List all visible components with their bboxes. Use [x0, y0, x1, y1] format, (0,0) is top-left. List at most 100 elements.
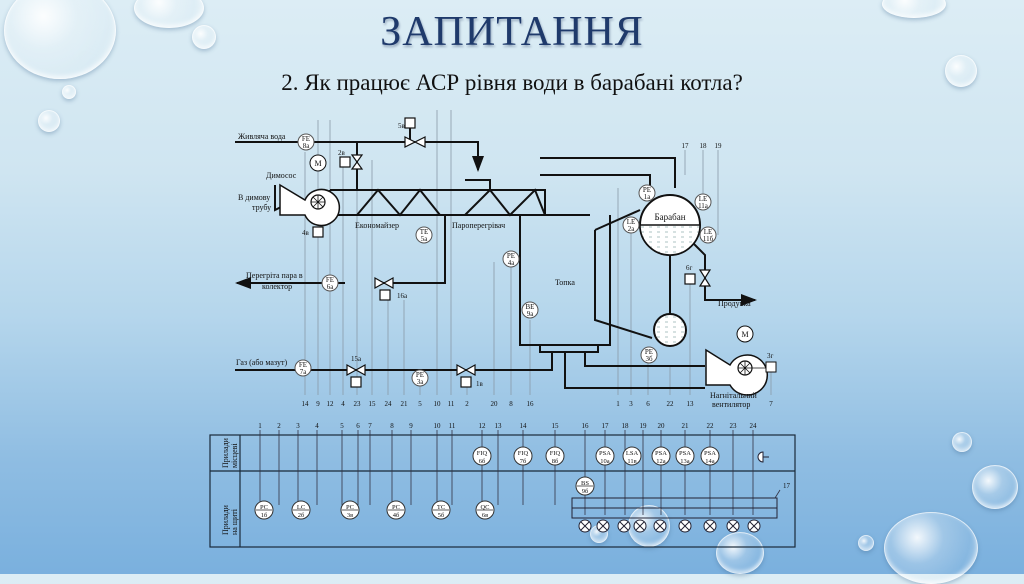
svg-text:14а: 14а — [705, 458, 715, 465]
svg-text:3б: 3б — [645, 355, 653, 363]
svg-text:Живляча вода: Живляча вода — [238, 132, 286, 141]
line-number: 8 — [509, 400, 513, 408]
svg-text:1а: 1а — [644, 193, 652, 201]
panel-column-number: 24 — [750, 422, 758, 430]
panel-column-number: 13 — [495, 422, 503, 430]
svg-text:16а: 16а — [397, 292, 408, 300]
svg-text:PE: PE — [643, 186, 651, 194]
svg-text:4а: 4а — [508, 259, 516, 267]
svg-text:FIQ: FIQ — [477, 450, 488, 457]
panel-column-number: 3 — [296, 422, 300, 430]
line-number: 21 — [401, 400, 409, 408]
line-number: 7 — [769, 400, 773, 408]
line-number: 22 — [667, 400, 675, 408]
panel-column-number: 9 — [409, 422, 413, 430]
panel-column-number: 21 — [682, 422, 690, 430]
alarm-lamp-icon — [633, 519, 647, 533]
horn-icon — [757, 451, 769, 463]
droplet-decoration — [972, 465, 1018, 509]
alarm-lamp-icon — [596, 519, 610, 533]
svg-text:PE: PE — [645, 348, 653, 356]
svg-text:PC: PC — [346, 504, 354, 511]
slide-question: 2. Як працює АСР рівня води в барабані к… — [281, 70, 743, 95]
svg-text:PSA: PSA — [599, 450, 611, 457]
svg-text:11а: 11а — [698, 202, 709, 210]
svg-text:3а: 3а — [417, 378, 425, 386]
svg-text:PSA: PSA — [704, 450, 716, 457]
panel-column-number: 10 — [434, 422, 442, 430]
svg-text:5а: 5а — [421, 235, 429, 243]
svg-text:Прилади: Прилади — [221, 504, 230, 535]
valves — [312, 117, 712, 388]
svg-text:18: 18 — [700, 142, 708, 150]
panel-column-number: 14 — [520, 422, 528, 430]
svg-text:1в: 1в — [476, 380, 484, 388]
line-number: 3 — [629, 400, 633, 408]
motor-symbol — [309, 154, 327, 172]
droplet-decoration — [945, 55, 977, 87]
svg-text:11в: 11в — [627, 458, 636, 465]
svg-text:BE: BE — [526, 303, 535, 311]
svg-text:LE: LE — [704, 228, 713, 236]
alarm-lamp-icon — [678, 519, 692, 533]
panel-column-number: 19 — [640, 422, 648, 430]
droplet-decoration — [38, 110, 60, 132]
panel-column-number: 5 — [340, 422, 344, 430]
droplet-decoration — [192, 25, 216, 49]
droplet-decoration — [858, 535, 874, 551]
svg-text:PSA: PSA — [655, 450, 667, 457]
svg-text:3в: 3в — [347, 512, 353, 519]
panel-column-number: 18 — [622, 422, 630, 430]
svg-text:TE: TE — [420, 228, 429, 236]
svg-text:Топка: Топка — [555, 278, 575, 287]
svg-text:M: M — [741, 330, 748, 339]
panel-column-number: 20 — [658, 422, 666, 430]
panel-column-number: 7 — [368, 422, 372, 430]
svg-text:TC: TC — [437, 504, 445, 511]
svg-text:на щиті: на щиті — [230, 508, 239, 535]
panel-column-number: 12 — [479, 422, 487, 430]
svg-text:6б: 6б — [479, 458, 486, 465]
svg-text:7б: 7б — [520, 458, 527, 465]
svg-text:2а: 2а — [628, 225, 636, 233]
line-number: 14 — [302, 400, 310, 408]
svg-text:6в: 6в — [482, 512, 488, 519]
panel-column-number: 22 — [707, 422, 715, 430]
panel-column-number: 2 — [277, 422, 281, 430]
svg-text:2б: 2б — [298, 512, 305, 519]
svg-text:12а: 12а — [656, 458, 666, 465]
panel-column-number: 15 — [552, 422, 560, 430]
line-number: 2 — [465, 400, 469, 408]
panel-column-number: 11 — [449, 422, 456, 430]
svg-text:7а: 7а — [300, 368, 308, 376]
svg-text:LC: LC — [297, 504, 305, 511]
alarm-lamp-icon — [653, 519, 667, 533]
line-number: 20 — [491, 400, 499, 408]
blower-fan: M — [705, 325, 777, 396]
svg-text:17: 17 — [682, 142, 690, 150]
line-number: 24 — [385, 400, 393, 408]
signal-lines — [304, 110, 772, 395]
svg-text:15а: 15а — [351, 355, 362, 363]
svg-text:10а: 10а — [600, 458, 610, 465]
process-lines — [235, 128, 757, 389]
svg-text:місцеві: місцеві — [230, 443, 239, 468]
actuator-labels: 5в 2в 4в 16а 15а 1в 6г 3г — [302, 122, 774, 388]
